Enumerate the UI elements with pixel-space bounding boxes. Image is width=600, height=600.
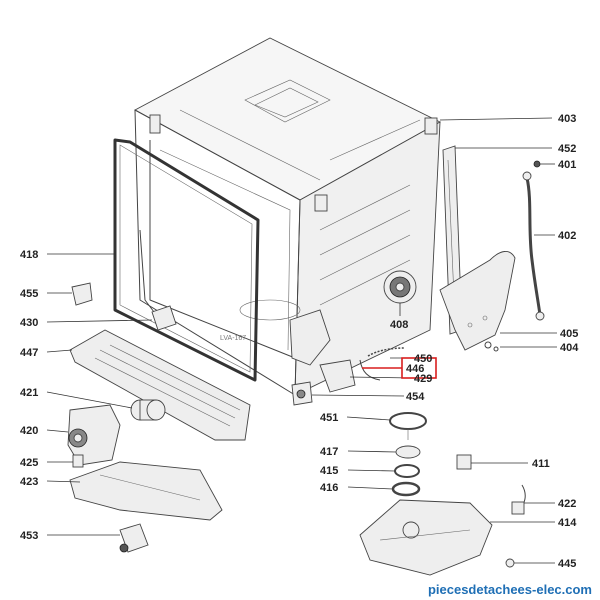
label-404: 404: [560, 342, 579, 354]
label-402: 402: [558, 230, 576, 242]
label-415: 415: [320, 465, 338, 477]
label-408: 408: [390, 319, 408, 331]
gasket-415: [394, 464, 420, 478]
part-454: [291, 381, 313, 406]
door-seal: [113, 138, 260, 382]
switch-411: [456, 454, 472, 470]
label-403: 403: [558, 113, 576, 125]
base-tray-423: [69, 461, 223, 521]
label-417: 417: [320, 446, 338, 458]
label-447: 447: [20, 347, 38, 359]
clips-404: [484, 341, 499, 352]
label-422: 422: [558, 498, 576, 510]
label-445: 445: [558, 558, 576, 570]
highlight-box-446: [401, 357, 437, 379]
label-414: 414: [558, 517, 577, 529]
label-411: 411: [532, 458, 550, 470]
hose-402: [522, 171, 545, 321]
label-425: 425: [20, 457, 38, 469]
part-425: [72, 454, 84, 468]
label-423: 423: [20, 476, 38, 488]
hinge-assembly: [289, 309, 356, 393]
base-414: [359, 499, 493, 576]
filter-cylinder-421: [130, 399, 166, 421]
lower-frame-447: [69, 329, 251, 441]
screw-401: [533, 160, 541, 168]
label-430: 430: [20, 317, 38, 329]
watermark: piecesdetachees-elec.com: [428, 582, 592, 597]
sump-408: [383, 270, 417, 304]
part-445: [505, 558, 515, 568]
label-418: 418: [20, 249, 38, 261]
part-417: [395, 445, 421, 459]
pump-420: [67, 404, 121, 466]
label-421: 421: [20, 387, 38, 399]
valve-453: [119, 523, 149, 553]
part-labels: 403 452 401 402 418 455 430 447 408 405 …: [20, 113, 579, 570]
label-452: 452: [558, 143, 576, 155]
label-429: 429: [414, 373, 432, 385]
label-416: 416: [320, 482, 338, 494]
clip-455: [71, 282, 93, 306]
label-454: 454: [406, 391, 425, 403]
label-446: 446: [406, 363, 424, 375]
label-455: 455: [20, 288, 38, 300]
bracket-405: [439, 251, 516, 351]
gasket-416: [391, 481, 421, 497]
svg-text:LVA-167: LVA-167: [220, 335, 246, 342]
leader-lines: [46, 117, 557, 564]
label-451: 451: [320, 412, 338, 424]
cable-422: [511, 484, 526, 515]
ring-451: [389, 412, 427, 440]
heater-element-450: [359, 347, 406, 381]
label-401: 401: [558, 159, 576, 171]
label-450: 450: [414, 353, 432, 365]
label-453: 453: [20, 530, 38, 542]
clip-430: [151, 305, 177, 331]
label-405: 405: [560, 328, 578, 340]
label-420: 420: [20, 425, 38, 437]
